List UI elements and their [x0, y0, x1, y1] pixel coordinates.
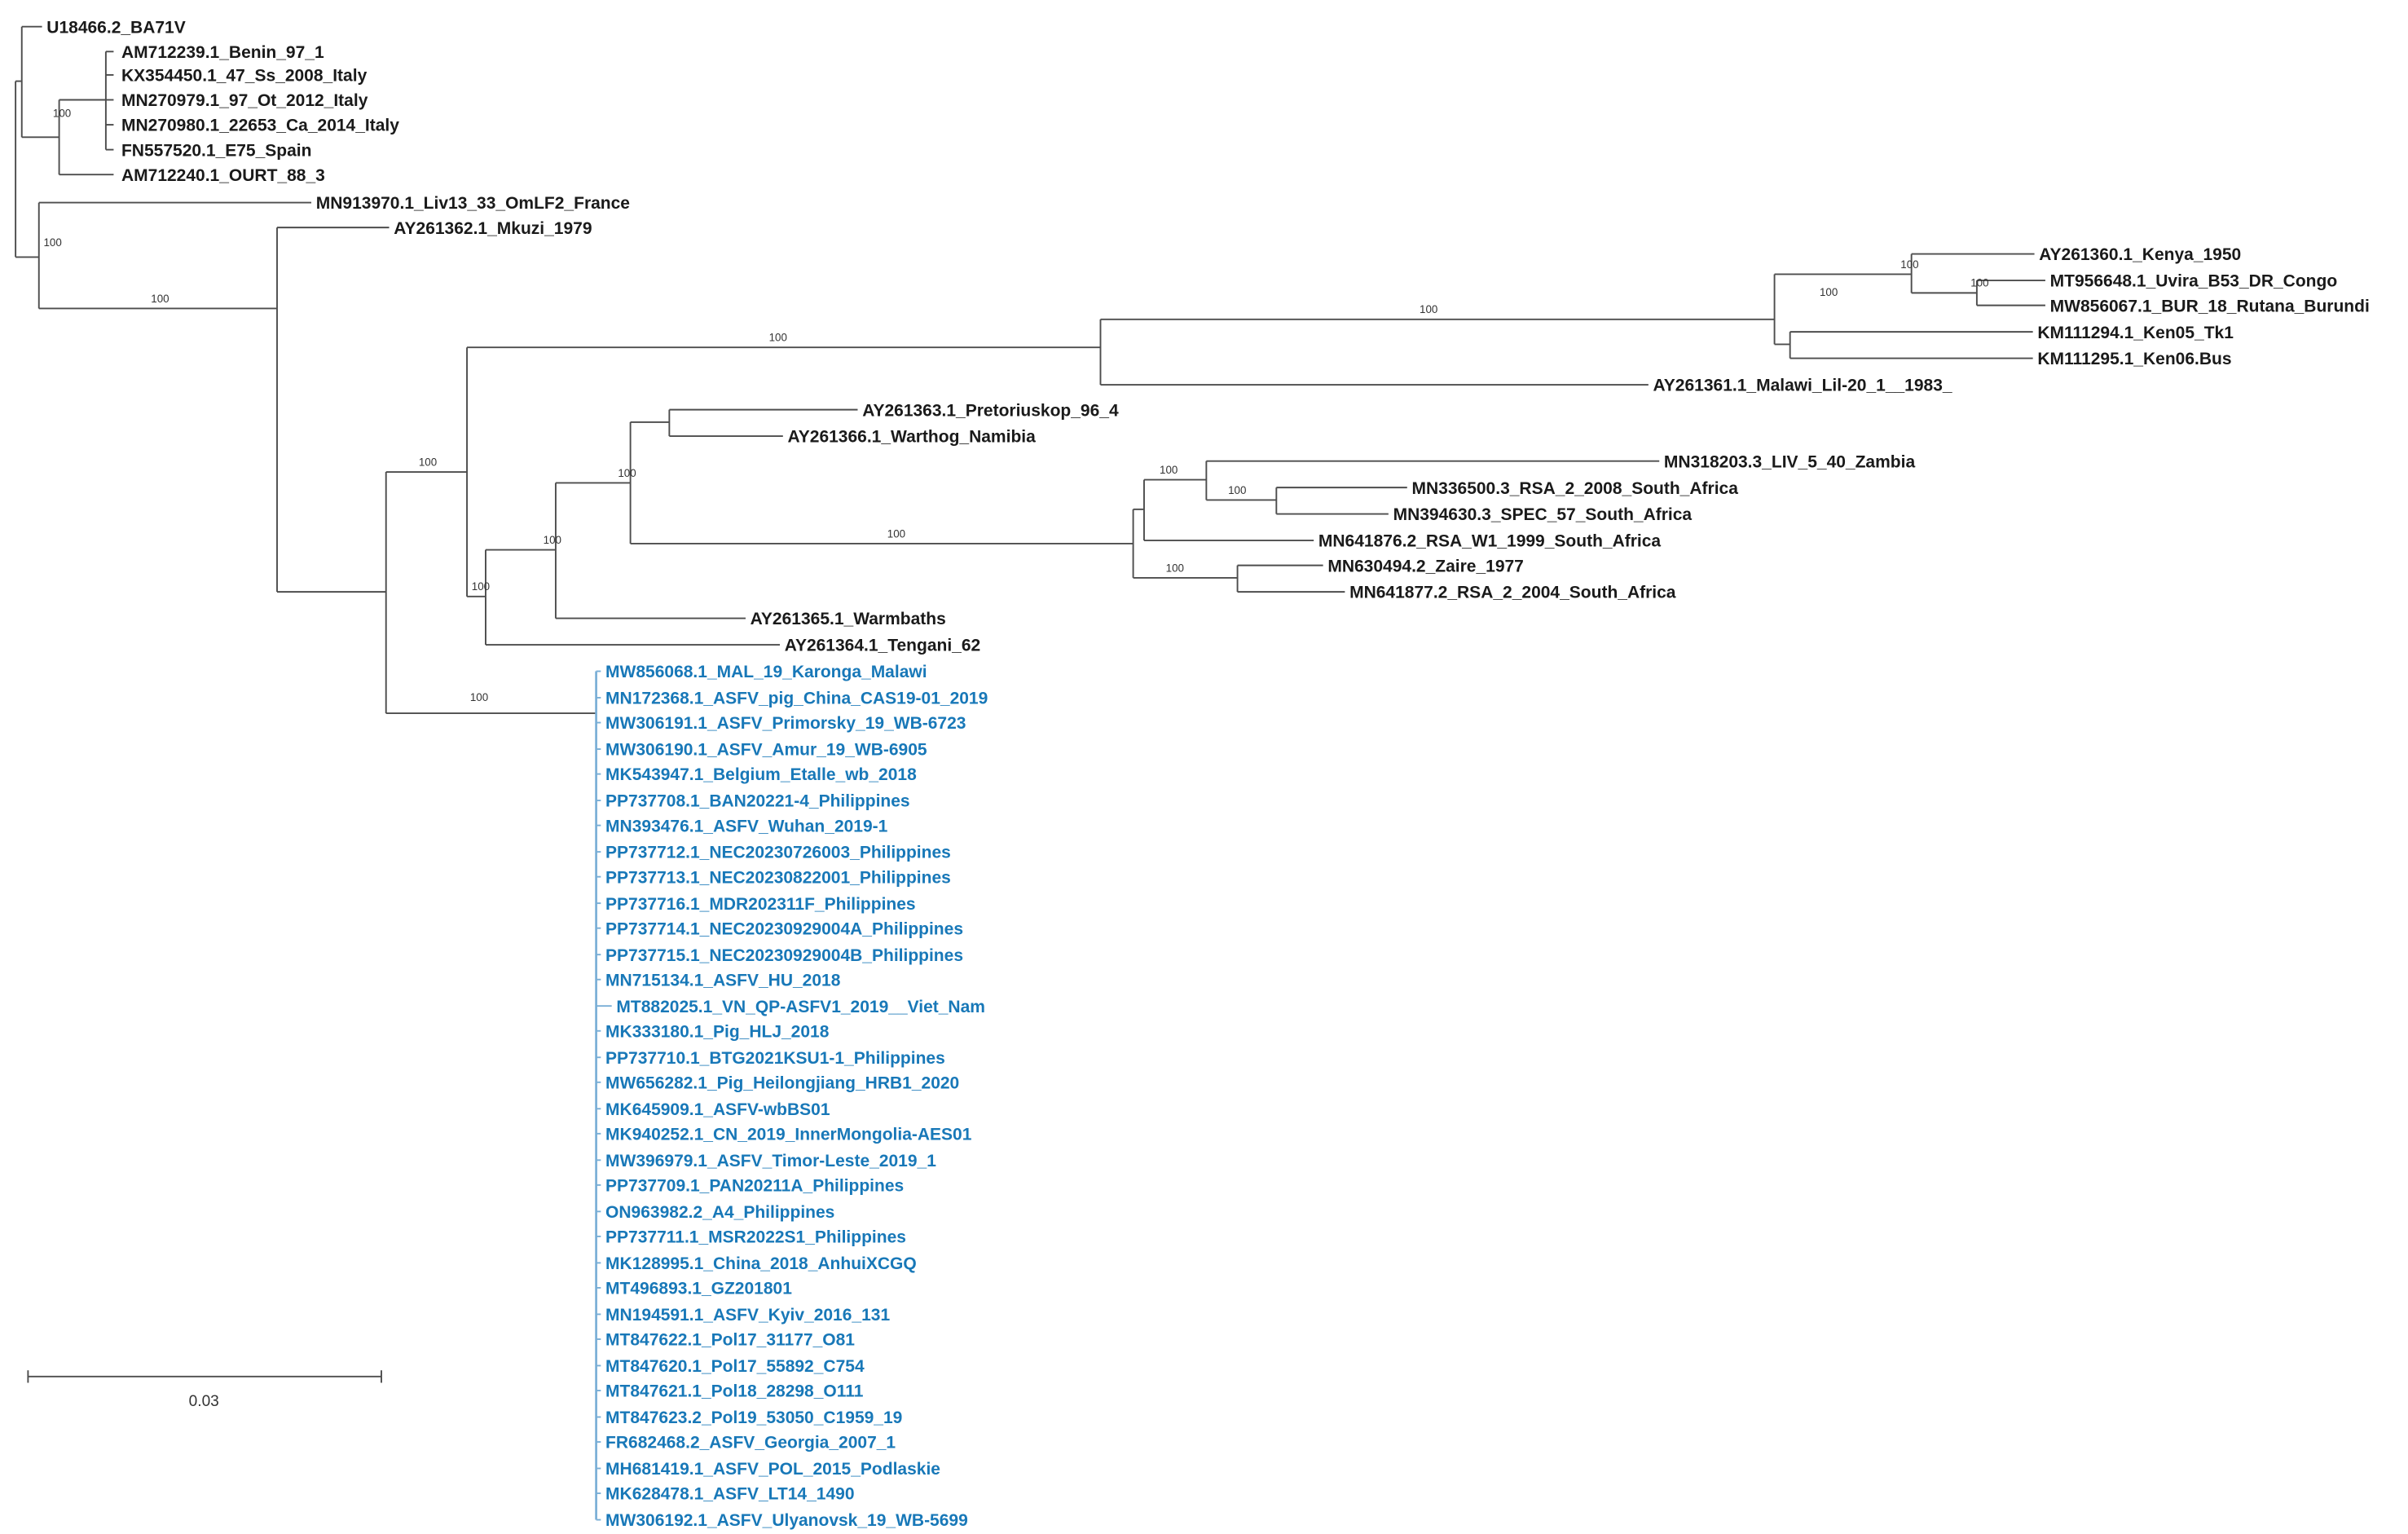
taxon-label: MK333180.1_Pig_HLJ_2018 — [605, 1022, 830, 1041]
taxon-label: AY261365.1_Warmbaths — [751, 610, 946, 628]
bootstrap-value: 100 — [769, 332, 787, 344]
taxon-label: FN557520.1_E75_Spain — [121, 141, 311, 160]
taxon-label: MN318203.3_LIV_5_40_Zambia — [1664, 452, 1916, 471]
bootstrap-value: 100 — [1228, 484, 1246, 496]
taxon-label: MT847623.2_Pol19_53050_C1959_19 — [605, 1408, 902, 1427]
taxon-label: PP737710.1_BTG2021KSU1-1_Philippines — [605, 1049, 945, 1068]
bootstrap-value: 100 — [618, 467, 636, 479]
taxon-label: AM712239.1_Benin_97_1 — [121, 43, 324, 62]
taxon-label: MN641877.2_RSA_2_2004_South_Africa — [1349, 584, 1676, 602]
taxon-label: PP737711.1_MSR2022S1_Philippines — [605, 1228, 906, 1247]
taxon-label: PP737708.1_BAN20221-4_Philippines — [605, 792, 910, 811]
taxon-label: MW396979.1_ASFV_Timor-Leste_2019_1 — [605, 1152, 936, 1170]
taxon-label: MK940252.1_CN_2019_InnerMongolia-AES01 — [605, 1125, 972, 1144]
taxon-label: MW856067.1_BUR_18_Rutana_Burundi — [2050, 297, 2370, 315]
taxon-label: AY261360.1_Kenya_1950 — [2039, 245, 2241, 264]
taxon-label: MN641876.2_RSA_W1_1999_South_Africa — [1318, 532, 1662, 551]
taxon-label: PP737716.1_MDR202311F_Philippines — [605, 895, 916, 914]
bootstrap-value: 100 — [43, 236, 61, 249]
taxon-label: KM111294.1_Ken05_Tk1 — [2037, 324, 2234, 342]
taxon-label: AM712240.1_OURT_88_3 — [121, 166, 325, 185]
taxon-label: MT882025.1_VN_QP-ASFV1_2019__Viet_Nam — [616, 998, 985, 1016]
taxon-label: MN913970.1_Liv13_33_OmLF2_France — [316, 194, 630, 213]
taxon-label: PP737709.1_PAN20211A_Philippines — [605, 1177, 904, 1196]
taxon-label: MK543947.1_Belgium_Etalle_wb_2018 — [605, 765, 917, 784]
taxon-label: FR682468.2_ASFV_Georgia_2007_1 — [605, 1434, 896, 1452]
bootstrap-value: 100 — [472, 580, 490, 593]
taxon-label: AY261364.1_Tengani_62 — [785, 637, 981, 655]
bootstrap-value: 100 — [419, 456, 437, 468]
taxon-label: AY261362.1_Mkuzi_1979 — [394, 219, 592, 238]
taxon-label: PP737712.1_NEC20230726003_Philippines — [605, 844, 951, 862]
taxon-label: KX354450.1_47_Ss_2008_Italy — [121, 67, 368, 86]
bootstrap-value: 100 — [1160, 464, 1178, 476]
taxon-label: ON963982.2_A4_Philippines — [605, 1203, 834, 1222]
taxon-label: MK628478.1_ASFV_LT14_1490 — [605, 1485, 854, 1504]
taxon-label: KM111295.1_Ken06.Bus — [2037, 350, 2231, 368]
taxon-label: MW856068.1_MAL_19_Karonga_Malawi — [605, 663, 927, 681]
taxon-label: MN394630.3_SPEC_57_South_Africa — [1393, 505, 1693, 524]
taxon-label: PP737714.1_NEC20230929004A_Philippines — [605, 919, 963, 938]
bootstrap-value: 100 — [1420, 303, 1437, 315]
taxon-label: MN194591.1_ASFV_Kyiv_2016_131 — [605, 1306, 890, 1325]
taxon-label: MN630494.2_Zaire_1977 — [1327, 557, 1524, 575]
bootstrap-value: 100 — [1970, 277, 1988, 289]
bootstrap-value: 100 — [151, 293, 169, 305]
taxon-label: MN715134.1_ASFV_HU_2018 — [605, 971, 841, 990]
taxon-label: PP737713.1_NEC20230822001_Philippines — [605, 868, 951, 887]
bootstrap-value: 100 — [887, 527, 905, 540]
taxon-label: MW306192.1_ASFV_Ulyanovsk_19_WB-5699 — [605, 1511, 968, 1530]
taxon-label: MN270979.1_97_Ot_2012_Italy — [121, 91, 368, 110]
taxon-label: MT847620.1_Pol17_55892_C754 — [605, 1357, 865, 1376]
taxon-label: MN172368.1_ASFV_pig_China_CAS19-01_2019 — [605, 690, 988, 708]
taxon-label: U18466.2_BA71V — [46, 18, 185, 37]
taxon-label: AY261363.1_Pretoriuskop_96_4 — [862, 401, 1119, 420]
bootstrap-value: 100 — [53, 108, 71, 120]
taxon-label: MK128995.1_China_2018_AnhuiXCGQ — [605, 1254, 917, 1273]
taxon-label: MN336500.3_RSA_2_2008_South_Africa — [1412, 479, 1739, 498]
taxon-label: MW306190.1_ASFV_Amur_19_WB-6905 — [605, 741, 927, 760]
taxon-label: MN270980.1_22653_Ca_2014_Italy — [121, 117, 399, 135]
scale-bar-label: 0.03 — [189, 1393, 219, 1410]
bootstrap-value: 100 — [1166, 562, 1184, 574]
taxon-label: MT956648.1_Uvira_B53_DR_Congo — [2050, 272, 2338, 291]
taxon-label: MK645909.1_ASFV-wbBS01 — [605, 1100, 830, 1119]
taxon-label: AY261366.1_Warthog_Namibia — [788, 428, 1037, 447]
taxon-label: MT496893.1_GZ201801 — [605, 1280, 792, 1298]
taxon-label: MT847622.1_Pol17_31177_O81 — [605, 1331, 855, 1350]
taxon-label: MW306191.1_ASFV_Primorsky_19_WB-6723 — [605, 714, 966, 733]
bootstrap-value: 100 — [470, 691, 488, 703]
bootstrap-value: 100 — [1820, 286, 1838, 298]
taxon-label: MN393476.1_ASFV_Wuhan_2019-1 — [605, 817, 888, 835]
taxon-label: MW656282.1_Pig_Heilongjiang_HRB1_2020 — [605, 1073, 959, 1092]
bootstrap-value: 100 — [544, 534, 561, 546]
taxon-label: PP737715.1_NEC20230929004B_Philippines — [605, 946, 963, 965]
taxon-label: MT847621.1_Pol18_28298_O111 — [605, 1382, 864, 1401]
taxon-label: MH681419.1_ASFV_POL_2015_Podlaskie — [605, 1460, 940, 1479]
taxon-label: AY261361.1_Malawi_Lil-20_1__1983_ — [1653, 377, 1952, 395]
bootstrap-value: 100 — [1900, 258, 1918, 271]
